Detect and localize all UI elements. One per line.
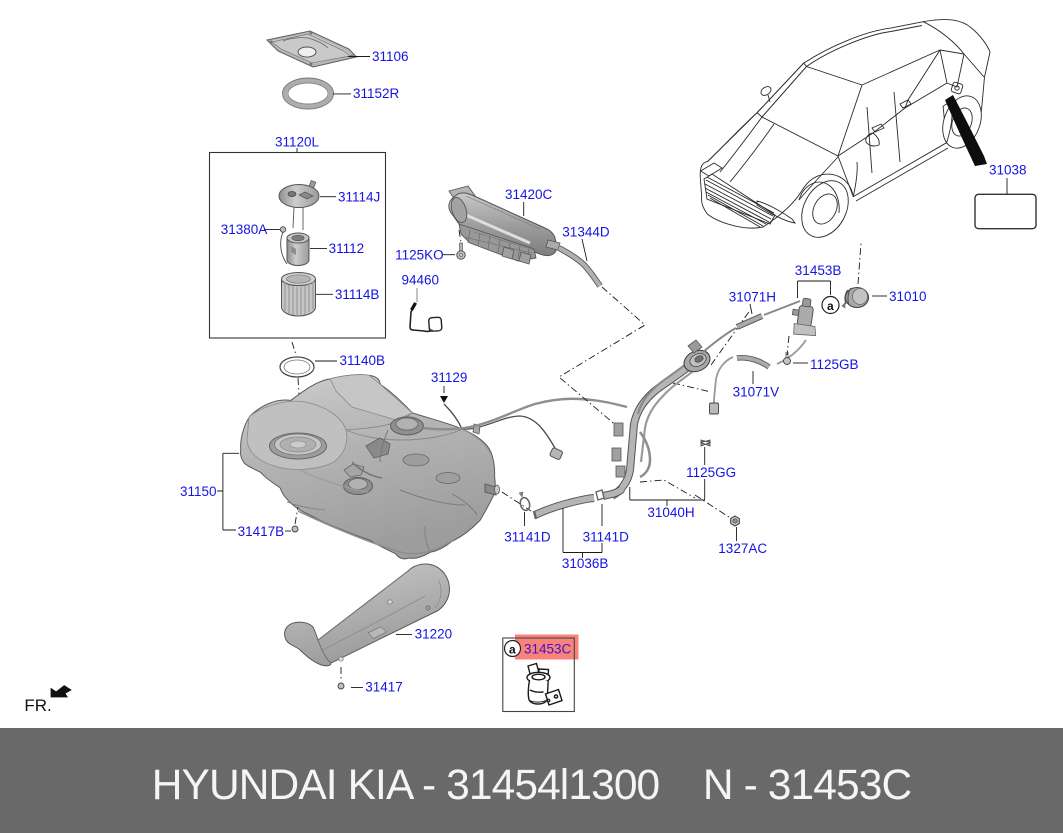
svg-text:1125GG: 1125GG bbox=[686, 465, 736, 480]
svg-text:94460: 94460 bbox=[402, 273, 440, 288]
svg-text:31106: 31106 bbox=[372, 49, 409, 64]
svg-text:31453B: 31453B bbox=[795, 263, 842, 278]
svg-text:31141D: 31141D bbox=[504, 530, 551, 545]
svg-text:1125GB: 1125GB bbox=[810, 357, 859, 372]
svg-text:31420C: 31420C bbox=[505, 187, 553, 202]
svg-text:31114J: 31114J bbox=[338, 190, 380, 205]
svg-text:31380A: 31380A bbox=[221, 222, 268, 237]
svg-text:31152R: 31152R bbox=[353, 86, 400, 101]
svg-text:31038: 31038 bbox=[989, 163, 1027, 178]
svg-text:a: a bbox=[827, 299, 834, 313]
svg-text:31040H: 31040H bbox=[647, 505, 694, 520]
svg-text:31114B: 31114B bbox=[335, 287, 380, 302]
svg-text:31141D: 31141D bbox=[583, 530, 630, 545]
svg-text:a: a bbox=[509, 643, 516, 657]
svg-text:31220: 31220 bbox=[415, 627, 453, 642]
svg-text:FR.: FR. bbox=[24, 696, 51, 715]
svg-text:31150: 31150 bbox=[180, 484, 217, 499]
svg-text:31036B: 31036B bbox=[562, 556, 609, 571]
svg-text:31140B: 31140B bbox=[340, 353, 386, 368]
svg-text:HYUNDAI KIA - 31454l1300 N: HYUNDAI KIA - 31454l1300 N - 31453C bbox=[152, 762, 912, 809]
svg-text:31071V: 31071V bbox=[733, 385, 780, 400]
svg-text:1125KO: 1125KO bbox=[395, 248, 444, 263]
svg-text:31010: 31010 bbox=[889, 289, 927, 304]
svg-text:31344D: 31344D bbox=[562, 224, 610, 239]
svg-text:31112: 31112 bbox=[329, 241, 365, 256]
svg-text:1327AC: 1327AC bbox=[718, 541, 767, 556]
svg-text:31417B: 31417B bbox=[238, 524, 285, 539]
svg-text:31129: 31129 bbox=[431, 370, 468, 385]
svg-text:31120L: 31120L bbox=[275, 135, 320, 150]
svg-text:31417: 31417 bbox=[365, 680, 403, 695]
svg-text:31071H: 31071H bbox=[729, 290, 776, 305]
svg-text:31453C: 31453C bbox=[524, 642, 572, 657]
